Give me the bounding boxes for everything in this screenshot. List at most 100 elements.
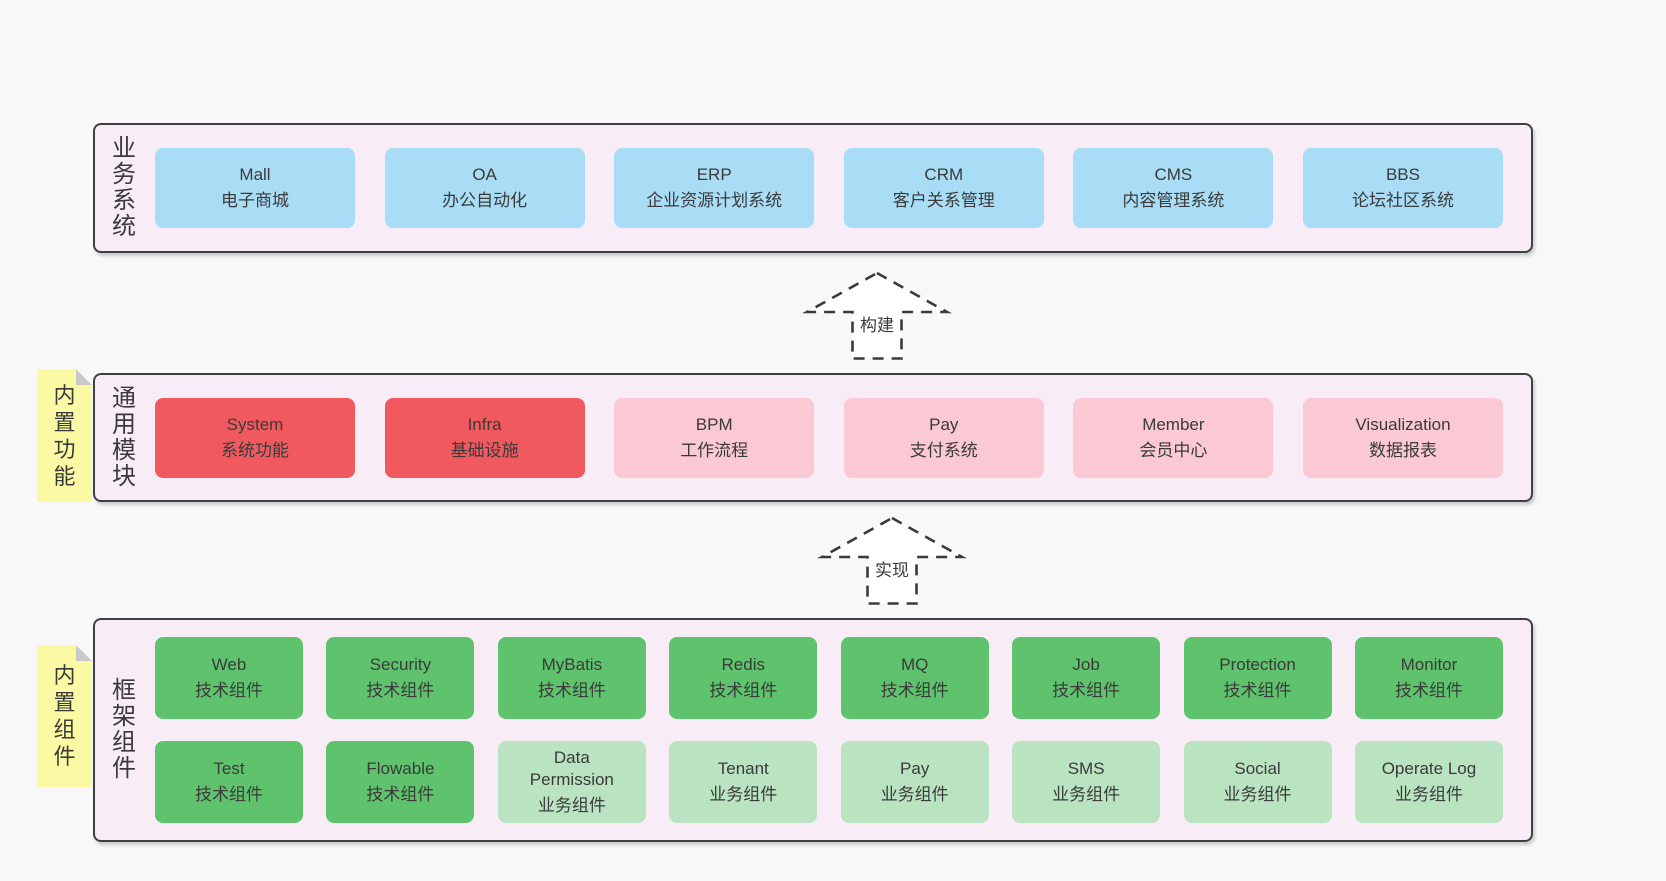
sticky-note-builtin-components: 内置组件 bbox=[37, 645, 92, 787]
box-subtitle: 技术组件 bbox=[366, 785, 435, 804]
box-subtitle: 业务组件 bbox=[1052, 785, 1121, 804]
business-box-row: Mall 电子商城 OA 办公自动化 ERP 企业资源计划系统 CRM 客户关系… bbox=[153, 125, 1531, 251]
box-title: Operate Log bbox=[1381, 759, 1477, 778]
box-subtitle: 技术组件 bbox=[366, 681, 435, 700]
box-subtitle: 业务组件 bbox=[709, 785, 778, 804]
box-title: ERP bbox=[696, 165, 732, 184]
box-subtitle: 技术组件 bbox=[880, 681, 949, 700]
box-mall: Mall 电子商城 bbox=[155, 148, 355, 228]
box-monitor: Monitor 技术组件 bbox=[1354, 637, 1503, 719]
box-subtitle: 技术组件 bbox=[1394, 681, 1463, 700]
box-test: Test 技术组件 bbox=[155, 741, 303, 823]
module-box-row: System 系统功能 Infra 基础设施 BPM 工作流程 Pay 支付系统… bbox=[153, 375, 1531, 500]
box-mybatis: MyBatis 技术组件 bbox=[497, 637, 646, 719]
box-title: Pay bbox=[900, 759, 930, 778]
box-title: Flowable bbox=[366, 759, 435, 778]
box-subtitle: 办公自动化 bbox=[442, 191, 528, 210]
sticky-label: 内置功能 bbox=[53, 382, 76, 489]
box-title: Protection bbox=[1219, 655, 1296, 674]
component-row-2: Test 技术组件 Flowable 技术组件 Data Permission … bbox=[155, 741, 1503, 823]
layer-label-text: 通用模块 bbox=[112, 384, 136, 490]
box-pay-component: Pay 业务组件 bbox=[840, 741, 989, 823]
box-title: Redis bbox=[721, 655, 765, 674]
box-subtitle: 技术组件 bbox=[195, 785, 263, 804]
box-crm: CRM 客户关系管理 bbox=[843, 148, 1044, 228]
box-mq: MQ 技术组件 bbox=[840, 637, 989, 719]
box-flowable: Flowable 技术组件 bbox=[326, 741, 475, 823]
box-subtitle: 内容管理系统 bbox=[1122, 191, 1225, 210]
box-subtitle: 会员中心 bbox=[1139, 440, 1208, 460]
component-row-1: Web 技术组件 Security 技术组件 MyBatis 技术组件 Redi… bbox=[155, 637, 1503, 719]
box-subtitle: 电子商城 bbox=[221, 191, 289, 210]
box-title: Pay bbox=[929, 414, 959, 434]
sticky-fold-corner bbox=[76, 369, 92, 385]
box-title: BPM bbox=[695, 414, 733, 434]
box-bbs: BBS 论坛社区系统 bbox=[1302, 148, 1503, 228]
box-title: Mall bbox=[239, 165, 271, 184]
layer-label-text: 框架组件 bbox=[112, 677, 136, 782]
box-subtitle: 业务组件 bbox=[537, 796, 606, 815]
box-title: OA bbox=[472, 165, 497, 184]
box-tenant: Tenant 业务组件 bbox=[669, 741, 818, 823]
layer-label-common-modules: 通用模块 bbox=[95, 375, 153, 500]
box-title: SMS bbox=[1067, 759, 1105, 778]
sticky-label: 内置组件 bbox=[53, 663, 76, 769]
box-bpm: BPM 工作流程 bbox=[614, 397, 815, 478]
box-redis: Redis 技术组件 bbox=[669, 637, 818, 719]
box-erp: ERP 企业资源计划系统 bbox=[614, 148, 815, 228]
box-data-permission: Data Permission 业务组件 bbox=[497, 741, 646, 823]
box-title: Security bbox=[369, 655, 432, 674]
box-subtitle: 系统功能 bbox=[221, 440, 289, 460]
box-member: Member 会员中心 bbox=[1073, 397, 1274, 478]
box-protection: Protection 技术组件 bbox=[1183, 637, 1332, 719]
box-title: Member bbox=[1142, 414, 1205, 434]
box-subtitle: 技术组件 bbox=[195, 681, 263, 700]
box-title: Web bbox=[211, 655, 247, 674]
box-title: Tenant bbox=[717, 759, 769, 778]
arrow-implement: 实现 bbox=[816, 516, 968, 605]
box-subtitle: 技术组件 bbox=[537, 681, 606, 700]
box-oa: OA 办公自动化 bbox=[384, 148, 585, 228]
box-job: Job 技术组件 bbox=[1012, 637, 1161, 719]
box-subtitle: 业务组件 bbox=[1223, 785, 1292, 804]
layer-business-systems: 业务系统 Mall 电子商城 OA 办公自动化 ERP 企业资源计划系统 CRM… bbox=[93, 123, 1533, 253]
arrow-build: 构建 bbox=[801, 271, 953, 360]
box-operate-log: Operate Log 业务组件 bbox=[1354, 741, 1503, 823]
layer-framework-components: 框架组件 Web 技术组件 Security 技术组件 MyBatis 技术组件… bbox=[93, 618, 1533, 842]
box-subtitle: 数据报表 bbox=[1368, 440, 1437, 460]
layer-label-business-systems: 业务系统 bbox=[95, 125, 153, 251]
box-title: Social bbox=[1234, 759, 1281, 778]
box-title: BBS bbox=[1385, 165, 1420, 184]
arrow-up-outline bbox=[816, 516, 968, 605]
layer-label-text: 业务系统 bbox=[112, 135, 136, 240]
box-sms: SMS 业务组件 bbox=[1012, 741, 1161, 823]
component-box-rows: Web 技术组件 Security 技术组件 MyBatis 技术组件 Redi… bbox=[153, 620, 1531, 840]
box-pay-module: Pay 支付系统 bbox=[843, 397, 1044, 478]
box-title: Infra bbox=[467, 414, 502, 434]
box-subtitle: 基础设施 bbox=[450, 440, 519, 460]
box-subtitle: 业务组件 bbox=[880, 785, 949, 804]
box-title: Monitor bbox=[1400, 655, 1458, 674]
box-title: Data Permission bbox=[529, 748, 614, 789]
box-title: MQ bbox=[900, 655, 929, 674]
box-visualization: Visualization 数据报表 bbox=[1302, 397, 1503, 478]
box-social: Social 业务组件 bbox=[1183, 741, 1332, 823]
arrow-up-outline bbox=[801, 271, 953, 360]
box-subtitle: 企业资源计划系统 bbox=[646, 191, 783, 210]
box-subtitle: 客户关系管理 bbox=[892, 191, 995, 210]
box-title: MyBatis bbox=[541, 655, 603, 674]
box-cms: CMS 内容管理系统 bbox=[1073, 148, 1274, 228]
layer-label-framework-components: 框架组件 bbox=[95, 620, 153, 840]
box-title: CMS bbox=[1154, 165, 1193, 184]
box-title: CRM bbox=[924, 165, 964, 184]
box-title: Test bbox=[213, 759, 245, 778]
box-system: System 系统功能 bbox=[155, 397, 355, 478]
box-title: Job bbox=[1072, 655, 1100, 674]
box-infra: Infra 基础设施 bbox=[384, 397, 585, 478]
box-security: Security 技术组件 bbox=[326, 637, 475, 719]
box-subtitle: 技术组件 bbox=[1052, 681, 1121, 700]
sticky-note-builtin-functions: 内置功能 bbox=[37, 369, 92, 502]
box-subtitle: 业务组件 bbox=[1394, 785, 1463, 804]
box-subtitle: 技术组件 bbox=[1223, 681, 1292, 700]
